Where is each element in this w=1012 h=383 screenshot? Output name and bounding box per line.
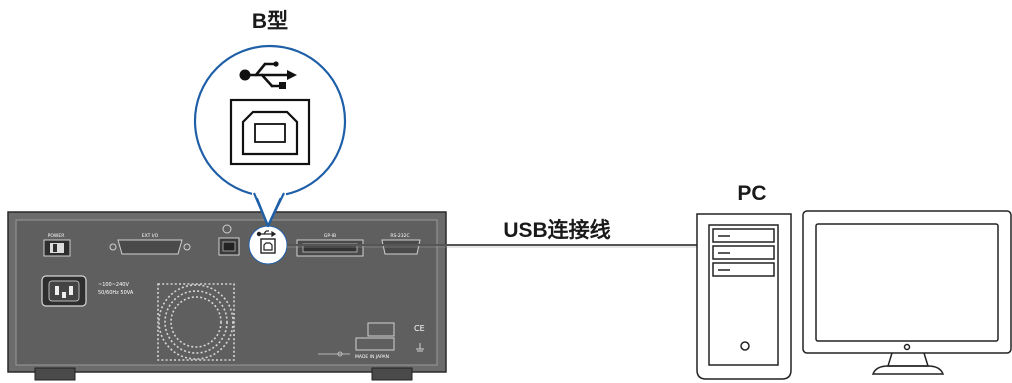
usb-b-callout bbox=[193, 44, 347, 228]
ext-io-label: EXT I/O bbox=[142, 233, 159, 239]
ac-rating-line1: ~100~240V bbox=[98, 282, 129, 288]
power-switch bbox=[43, 239, 71, 257]
monitor-icon bbox=[802, 210, 1012, 375]
polarity-symbol-icon bbox=[318, 351, 350, 357]
usb-symbol-icon bbox=[239, 61, 297, 89]
connector-type-label: B型 bbox=[252, 10, 288, 33]
desktop-computer-icon bbox=[696, 213, 792, 380]
cable-label: USB连接线 bbox=[503, 218, 610, 242]
serial-label-boxes bbox=[355, 322, 395, 351]
ext-io-connector bbox=[109, 239, 191, 255]
rs232c-label: RS-232C bbox=[390, 233, 409, 239]
gpib-connector bbox=[296, 239, 364, 257]
lan-port bbox=[218, 224, 240, 256]
power-label: POWER bbox=[48, 233, 65, 239]
fan-grille bbox=[157, 283, 235, 361]
made-in-label: MADE IN JAPAN bbox=[355, 354, 389, 360]
pc-label: PC bbox=[737, 182, 766, 205]
ground-symbol-icon bbox=[416, 343, 424, 352]
instrument-rear-panel: POWER EXT I/O ~100~240V 50/60Hz 50VA bbox=[7, 211, 447, 381]
gpib-label: GP-IB bbox=[324, 233, 336, 239]
usb-cable bbox=[287, 244, 703, 248]
ac-rating-line2: 50/60Hz 50VA bbox=[98, 290, 134, 296]
usb-b-port-icon bbox=[229, 98, 311, 166]
panel-usb-b-port-icon bbox=[260, 238, 276, 254]
ac-inlet bbox=[41, 275, 87, 307]
panel-usb-symbol-icon bbox=[256, 230, 277, 238]
ce-mark: CE bbox=[414, 324, 425, 333]
